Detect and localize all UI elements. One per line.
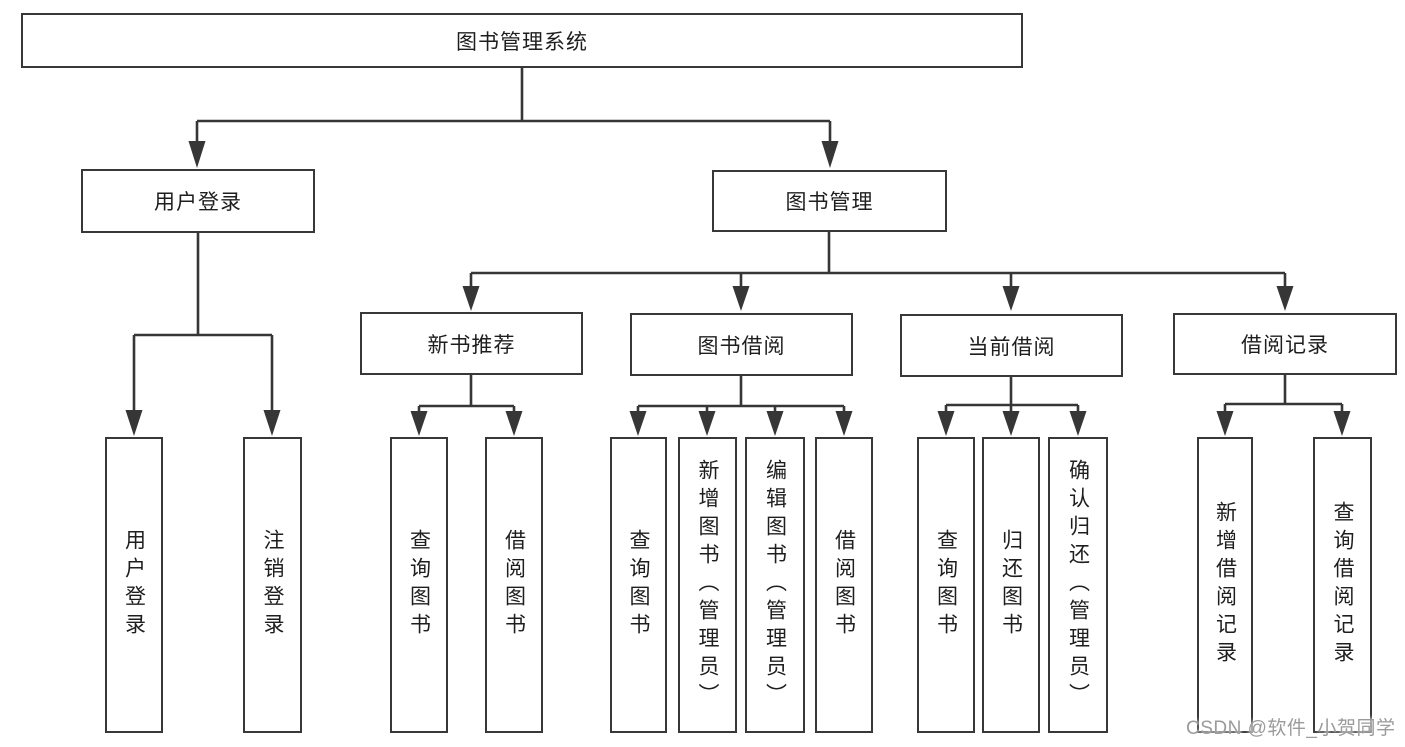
leaf-query-books-recommend: 查询图书 xyxy=(390,437,448,733)
leaf-return-books: 归还图书 xyxy=(982,437,1040,733)
arrow-down-icon xyxy=(125,410,143,436)
arrow-down-icon xyxy=(1276,286,1294,311)
node-root: 图书管理系统 xyxy=(21,13,1023,68)
arrow-down-icon xyxy=(1333,411,1351,436)
node-new-book-recommend: 新书推荐 xyxy=(360,312,583,375)
connector-borrow-records-children xyxy=(1216,375,1351,436)
node-book-borrowing: 图书借阅 xyxy=(630,313,853,376)
arrow-down-icon xyxy=(188,141,206,168)
arrow-down-icon xyxy=(1069,411,1087,436)
connector-user-login-children xyxy=(125,233,281,436)
leaf-confirm-return-admin: 确认归还（管理员） xyxy=(1048,437,1108,733)
leaf-add-borrow-record: 新增借阅记录 xyxy=(1197,437,1253,733)
csdn-watermark: CSDN @软件_小贺同学 xyxy=(1186,718,1396,739)
connector-book-management-children xyxy=(462,232,1294,311)
arrow-down-icon xyxy=(698,411,716,436)
connector-book-borrowing-children xyxy=(629,376,853,436)
leaf-query-books-borrowing: 查询图书 xyxy=(610,437,667,733)
arrow-down-icon xyxy=(1002,411,1020,436)
arrow-down-icon xyxy=(1002,286,1020,311)
node-book-management: 图书管理 xyxy=(712,170,947,232)
node-current-borrowing: 当前借阅 xyxy=(900,314,1123,377)
leaf-query-borrow-record: 查询借阅记录 xyxy=(1313,437,1372,733)
arrow-down-icon xyxy=(263,410,281,436)
node-user-login: 用户登录 xyxy=(81,169,315,233)
leaf-add-books-admin: 新增图书（管理员） xyxy=(678,437,737,733)
arrow-down-icon xyxy=(505,411,523,436)
connector-root-to-level2 xyxy=(188,68,839,168)
leaf-borrow-books-recommend: 借阅图书 xyxy=(485,437,543,733)
leaf-query-books-current: 查询图书 xyxy=(917,437,975,733)
arrow-down-icon xyxy=(1216,411,1234,436)
leaf-logout: 注销登录 xyxy=(243,437,302,733)
leaf-borrow-books-borrowing: 借阅图书 xyxy=(815,437,873,733)
arrow-down-icon xyxy=(766,411,784,436)
leaf-user-login: 用户登录 xyxy=(105,437,163,733)
arrow-down-icon xyxy=(629,411,647,436)
arrow-down-icon xyxy=(821,141,839,168)
arrow-down-icon xyxy=(937,411,955,436)
connector-new-book-children xyxy=(410,375,523,436)
leaf-edit-books-admin: 编辑图书（管理员） xyxy=(745,437,805,733)
arrow-down-icon xyxy=(835,411,853,436)
arrow-down-icon xyxy=(462,286,480,311)
node-borrow-records: 借阅记录 xyxy=(1173,313,1397,375)
arrow-down-icon xyxy=(410,411,428,436)
connector-current-borrowing-children xyxy=(937,377,1087,436)
arrow-down-icon xyxy=(732,286,750,311)
